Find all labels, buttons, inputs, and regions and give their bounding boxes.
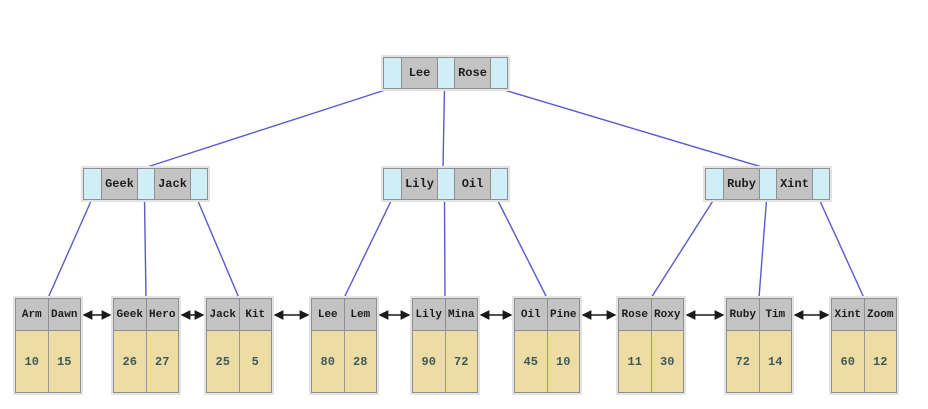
leaf-node-arm-dawn: Arm Dawn 10 15 [15, 298, 81, 393]
value-cell: 25 [215, 354, 230, 369]
key-cell: Lily [415, 308, 442, 321]
leaf-values: 26 27 [113, 331, 179, 393]
leaf-node-rose-roxy: Rose Roxy 11 30 [618, 298, 684, 393]
value-cell: 15 [47, 331, 81, 392]
leaf-keys: Arm Dawn [15, 298, 81, 331]
leaf-node-oil-pine: Oil Pine 45 10 [514, 298, 580, 393]
key-cell: Lem [343, 299, 377, 330]
value-cell: 45 [523, 354, 538, 369]
pointer-cell [706, 169, 723, 199]
pointer-cell [437, 58, 454, 88]
pointer-cell [437, 169, 454, 199]
value-cell: 72 [444, 331, 478, 392]
value-cell: 12 [863, 331, 897, 392]
key-cell: Ruby [729, 308, 756, 321]
value-cell: 10 [546, 331, 580, 392]
leaf-values: 90 72 [412, 331, 478, 393]
key-cell: Pine [546, 299, 580, 330]
key-cell: Jack [209, 308, 236, 321]
leaf-keys: Lily Mina [412, 298, 478, 331]
key-cell: Jack [154, 169, 190, 199]
key-cell: Oil [454, 169, 490, 199]
value-cell: 27 [145, 331, 179, 392]
leaf-keys: Ruby Tim [726, 298, 792, 331]
key-cell: Oil [520, 308, 541, 321]
leaf-node-jack-kit: Jack Kit 25 5 [206, 298, 272, 393]
key-cell: Mina [444, 299, 478, 330]
leaf-node-geek-hero: Geek Hero 26 27 [113, 298, 179, 393]
pointer-cell [490, 169, 507, 199]
key-cell: Lily [401, 169, 437, 199]
value-cell: 10 [24, 354, 39, 369]
key-cell: Xint [776, 169, 812, 199]
value-cell: 80 [320, 354, 335, 369]
internal-node-ruby-xint: Ruby Xint [705, 168, 830, 200]
value-cell: 11 [627, 354, 642, 369]
key-cell: Arm [21, 308, 42, 321]
value-cell: 72 [735, 354, 750, 369]
value-cell: 26 [122, 354, 137, 369]
leaf-keys: Rose Roxy [618, 298, 684, 331]
internal-node-geek-jack: Geek Jack [83, 168, 208, 200]
pointer-cell [759, 169, 776, 199]
internal-node-lily-oil: Lily Oil [383, 168, 508, 200]
leaf-node-xint-zoom: Xint Zoom 60 12 [831, 298, 897, 393]
leaf-node-lee-lem: Lee Lem 80 28 [311, 298, 377, 393]
pointer-cell [190, 169, 207, 199]
key-cell: Kit [238, 299, 272, 330]
leaf-values: 11 30 [618, 331, 684, 393]
key-cell: Xint [834, 308, 861, 321]
pointer-cell [84, 169, 101, 199]
pointer-cell [137, 169, 154, 199]
root-node: Lee Rose [383, 57, 508, 89]
leaf-keys: Xint Zoom [831, 298, 897, 331]
key-cell: Hero [145, 299, 179, 330]
key-cell: Dawn [47, 299, 81, 330]
leaf-values: 10 15 [15, 331, 81, 393]
value-cell: 5 [238, 331, 272, 392]
key-cell: Rose [454, 58, 490, 88]
key-cell: Roxy [650, 299, 684, 330]
leaf-values: 60 12 [831, 331, 897, 393]
leaf-keys: Lee Lem [311, 298, 377, 331]
key-cell: Geek [116, 308, 143, 321]
leaf-keys: Geek Hero [113, 298, 179, 331]
key-cell: Zoom [863, 299, 897, 330]
value-cell: 60 [840, 354, 855, 369]
value-cell: 28 [343, 331, 377, 392]
leaf-values: 72 14 [726, 331, 792, 393]
leaf-values: 80 28 [311, 331, 377, 393]
key-cell: Tim [758, 299, 792, 330]
leaf-keys: Oil Pine [514, 298, 580, 331]
key-cell: Lee [401, 58, 437, 88]
value-cell: 30 [650, 331, 684, 392]
pointer-cell [490, 58, 507, 88]
value-cell: 90 [421, 354, 436, 369]
key-cell: Geek [101, 169, 137, 199]
key-cell: Lee [317, 308, 338, 321]
leaf-keys: Jack Kit [206, 298, 272, 331]
key-cell: Ruby [723, 169, 759, 199]
value-cell: 14 [758, 331, 792, 392]
pointer-cell [384, 169, 401, 199]
pointer-cell [384, 58, 401, 88]
leaf-values: 45 10 [514, 331, 580, 393]
leaf-values: 25 5 [206, 331, 272, 393]
leaf-node-ruby-tim: Ruby Tim 72 14 [726, 298, 792, 393]
leaf-node-lily-mina: Lily Mina 90 72 [412, 298, 478, 393]
pointer-cell [812, 169, 829, 199]
key-cell: Rose [621, 308, 648, 321]
